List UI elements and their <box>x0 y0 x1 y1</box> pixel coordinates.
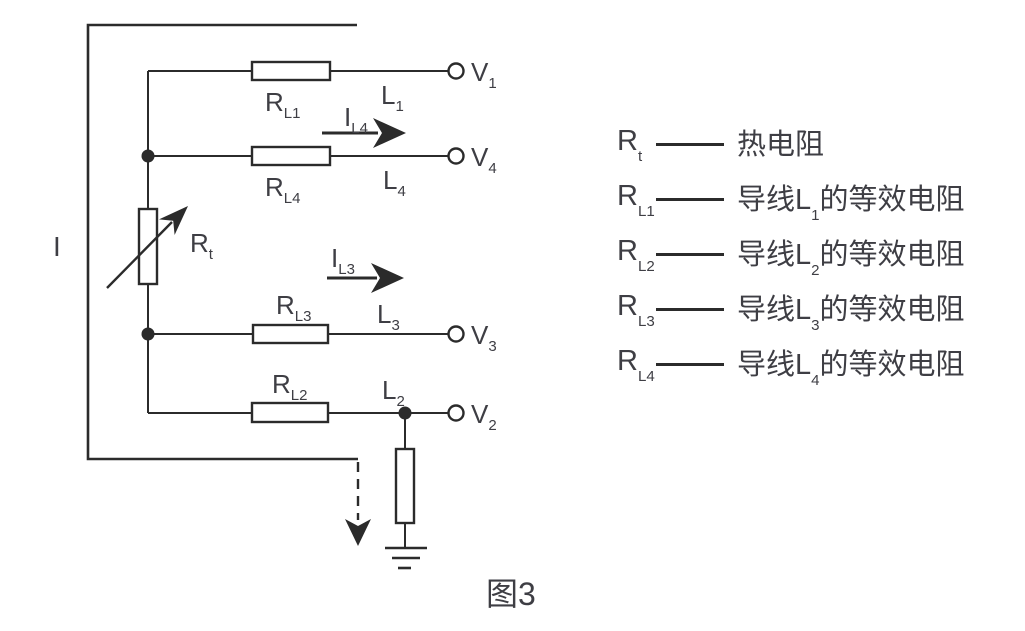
resistor-rl3 <box>251 323 330 345</box>
legend-symbol: Rt <box>617 125 643 166</box>
label-rt: Rt <box>190 228 214 263</box>
legend-symbol: RL1 <box>617 180 655 221</box>
legend-connector-line <box>656 198 724 201</box>
resistor-rl1 <box>250 60 332 82</box>
junction-dot-l2 <box>398 406 412 420</box>
legend-connector-line <box>656 253 724 256</box>
legend-description: 导线L4的等效电阻 <box>737 348 965 389</box>
outer-current-loop-wire <box>86 23 358 461</box>
legend-description: 导线L3的等效电阻 <box>737 293 965 334</box>
legend-symbol: RL4 <box>617 345 655 386</box>
legend-row-rt: Rt 热电阻 <box>617 114 965 169</box>
label-rl1: RL1 <box>265 87 300 122</box>
current-arrow-il3 <box>327 263 404 293</box>
right-arrowhead-icon <box>373 118 406 148</box>
label-rl4: RL4 <box>265 172 300 207</box>
figure-caption: 图3 <box>486 576 536 612</box>
legend-row-rl4: RL4 导线L4的等效电阻 <box>617 334 965 389</box>
resistor-rl2 <box>250 401 330 424</box>
rt-variable-arrow-shaft <box>106 221 173 289</box>
junction-dot-top <box>141 149 155 163</box>
current-arrow-il4 <box>322 118 406 148</box>
label-l1: L1 <box>381 80 404 115</box>
right-arrowhead-icon <box>371 263 404 293</box>
label-l3: L3 <box>377 299 400 334</box>
ground-branch-resistor <box>394 447 416 525</box>
legend-description: 热电阻 <box>737 128 825 161</box>
legend-row-rl3: RL3 导线L3的等效电阻 <box>617 279 965 334</box>
label-il3: IL3 <box>331 243 355 278</box>
ground-icon <box>385 546 427 570</box>
label-l4: L4 <box>383 165 406 200</box>
legend-connector-line <box>656 308 724 311</box>
label-v1: V1 <box>471 57 497 92</box>
label-l2: L2 <box>382 375 405 410</box>
label-il4: IL4 <box>344 102 368 137</box>
label-rl3: RL3 <box>276 290 311 325</box>
legend: Rt 热电阻 RL1 导线L1的等效电阻 RL2 导线L2的等效电阻 RL3 导… <box>617 114 965 389</box>
down-arrowhead-icon <box>345 519 371 546</box>
junction-dot-bottom <box>141 327 155 341</box>
rt-variable-arrowhead-icon <box>159 206 188 235</box>
label-source-current: I <box>53 231 61 262</box>
terminal-v2 <box>447 404 465 422</box>
legend-description: 导线L1的等效电阻 <box>737 183 965 224</box>
label-rl2: RL2 <box>272 369 307 404</box>
label-v2: V2 <box>471 399 497 434</box>
legend-row-rl2: RL2 导线L2的等效电阻 <box>617 224 965 279</box>
legend-symbol: RL3 <box>617 290 655 331</box>
legend-connector-line <box>656 143 724 146</box>
legend-row-rl1: RL1 导线L1的等效电阻 <box>617 169 965 224</box>
legend-description: 导线L2的等效电阻 <box>737 238 965 279</box>
label-v3: V3 <box>471 320 497 355</box>
terminal-v1 <box>447 62 465 80</box>
legend-connector-line <box>656 363 724 366</box>
terminal-v4 <box>447 147 465 165</box>
resistor-rl4 <box>250 145 332 167</box>
legend-symbol: RL2 <box>617 235 655 276</box>
label-v4: V4 <box>471 142 497 177</box>
terminal-v3 <box>447 325 465 343</box>
